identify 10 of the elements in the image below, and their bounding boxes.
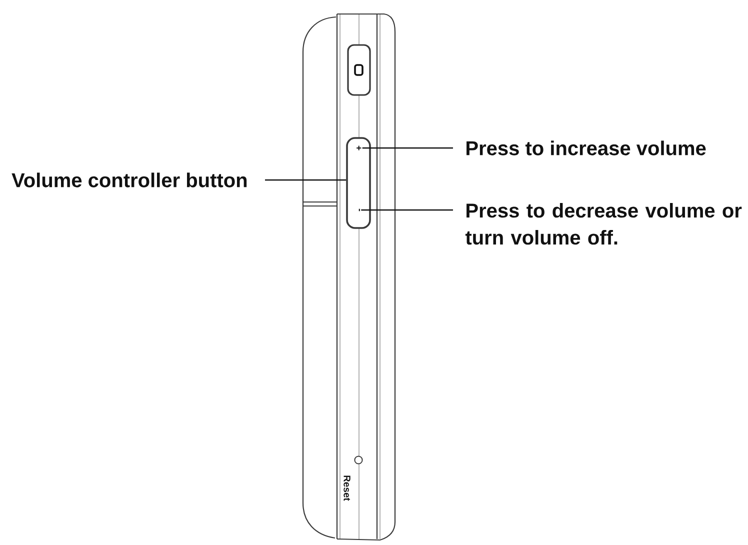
minus-sign: - — [358, 208, 360, 212]
plus-sign: + — [356, 146, 362, 150]
reset-label: Reset — [344, 476, 350, 501]
leader-line — [361, 209, 453, 211]
callout-text: Volume controller button — [12, 172, 247, 188]
leader-line — [362, 147, 453, 149]
leader-line — [265, 179, 346, 181]
callout-text: Press to decrease volume or turn volume off. — [465, 203, 742, 245]
callout-text: Press to increase volume — [466, 140, 706, 156]
volume-button — [346, 137, 371, 229]
